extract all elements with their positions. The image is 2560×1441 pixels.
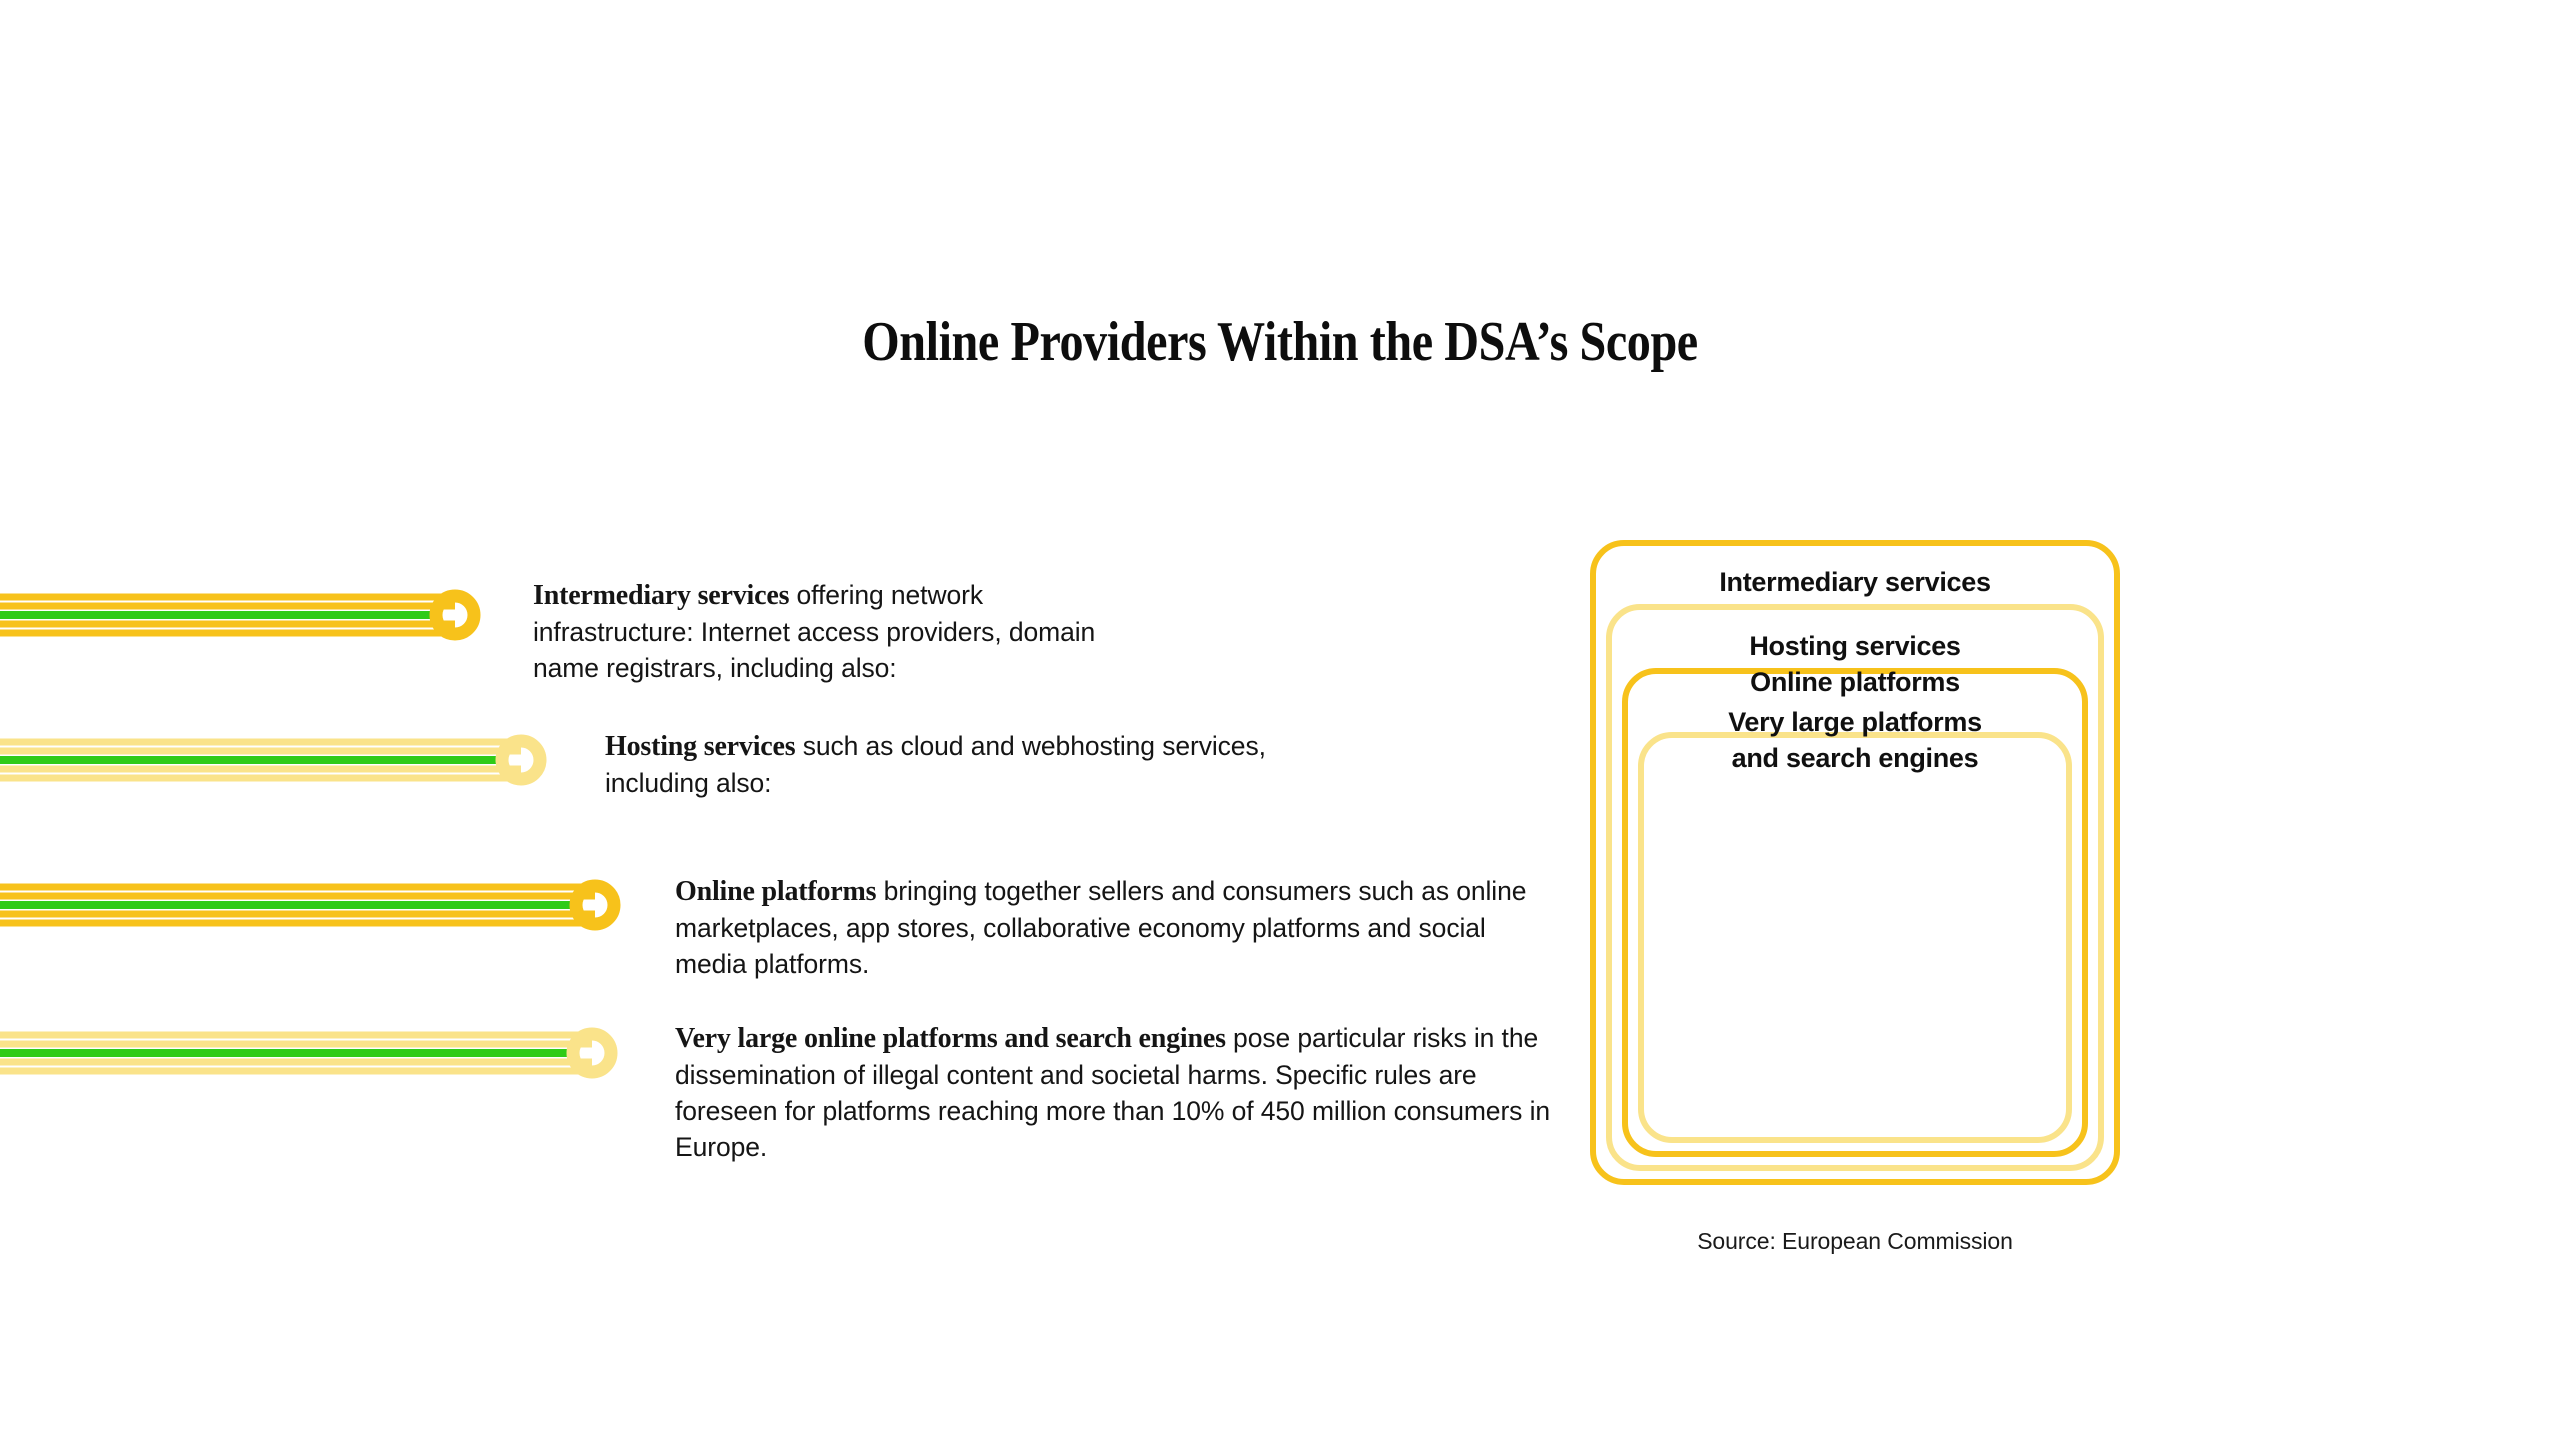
connector-node-1 [495, 734, 547, 786]
nest-box-hosting-services [1606, 604, 2104, 1171]
connector-group-0 [0, 589, 481, 641]
nest-label-intermediary-services: Intermediary services [1719, 567, 1991, 597]
nest-box-online-platforms [1622, 668, 2088, 1157]
description-lead: Online platforms [675, 876, 877, 907]
page-title: Online Providers Within the DSA’s Scope [862, 311, 1698, 373]
description-lead: Hosting services [605, 731, 796, 762]
connector-group-1 [0, 734, 547, 786]
nested-containment-diagram: Intermediary services Hosting services O… [1590, 540, 2120, 1185]
description-lead: Very large online platforms and search e… [675, 1023, 1226, 1054]
connector-group-3 [0, 1027, 618, 1079]
description-body: offering network infrastructure: Interne… [533, 580, 1096, 683]
description-block-hosting-services: Hosting services such as cloud and webho… [605, 728, 1305, 801]
nest-box-intermediary-services [1590, 540, 2120, 1185]
description-body: pose particular risks in the disseminati… [675, 1023, 1551, 1162]
nest-label-very-large-platforms: Very large platforms and search engines [1728, 707, 1982, 773]
description-block-very-large-platforms: Very large online platforms and search e… [675, 1020, 1555, 1165]
nest-label-online-platforms: Online platforms [1750, 667, 1960, 697]
source-note: Source: European Commission [1697, 1228, 2013, 1254]
connector-node-3 [566, 1027, 618, 1079]
nest-label-hosting-services: Hosting services [1749, 631, 1961, 661]
nest-box-very-large-platforms [1638, 732, 2072, 1143]
connector-node-2 [569, 879, 621, 931]
description-block-intermediary-services: Intermediary services offering network i… [533, 577, 1133, 686]
connector-group-2 [0, 879, 621, 931]
description-lead: Intermediary services [533, 580, 790, 611]
description-block-online-platforms: Online platforms bringing together selle… [675, 873, 1555, 982]
connector-node-0 [429, 589, 481, 641]
description-body: bringing together sellers and consumers … [675, 876, 1527, 979]
description-body: such as cloud and webhosting services, i… [605, 731, 1266, 798]
connector-graphics [0, 589, 621, 1079]
